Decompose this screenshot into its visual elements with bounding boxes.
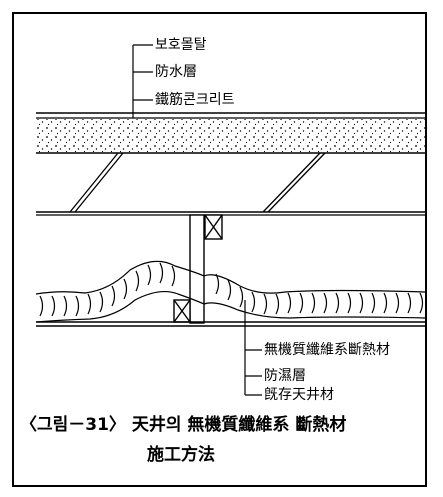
insulation-layer	[35, 260, 426, 323]
roof-slab	[36, 112, 425, 154]
label-waterproof-layer: 防水層	[155, 64, 197, 80]
ceiling-joist	[36, 211, 425, 216]
diagram-frame	[12, 12, 427, 487]
label-insulation: 無機質纖維系斷熱材	[264, 342, 390, 358]
label-vapor-barrier: 防濕層	[264, 368, 306, 384]
hangers	[69, 152, 326, 213]
ceiling-boards	[36, 321, 425, 327]
leader-lines	[132, 44, 262, 396]
label-existing-ceiling: 旣存天井材	[264, 387, 334, 403]
caption-line-2: 施工方法	[147, 445, 215, 465]
concrete-slab	[36, 119, 425, 153]
caption-line-1: 〈그림－31〉 天井의 無機質纖維系 斷熱材	[20, 415, 347, 435]
vertical-stud	[173, 214, 223, 324]
label-protect-mortar: 보호몰탈	[155, 37, 207, 53]
label-rc-slab: 鐵筋콘크리트	[155, 92, 235, 108]
figure-caption: 〈그림－31〉 天井의 無機質纖維系 斷熱材 施工方法	[20, 410, 420, 470]
